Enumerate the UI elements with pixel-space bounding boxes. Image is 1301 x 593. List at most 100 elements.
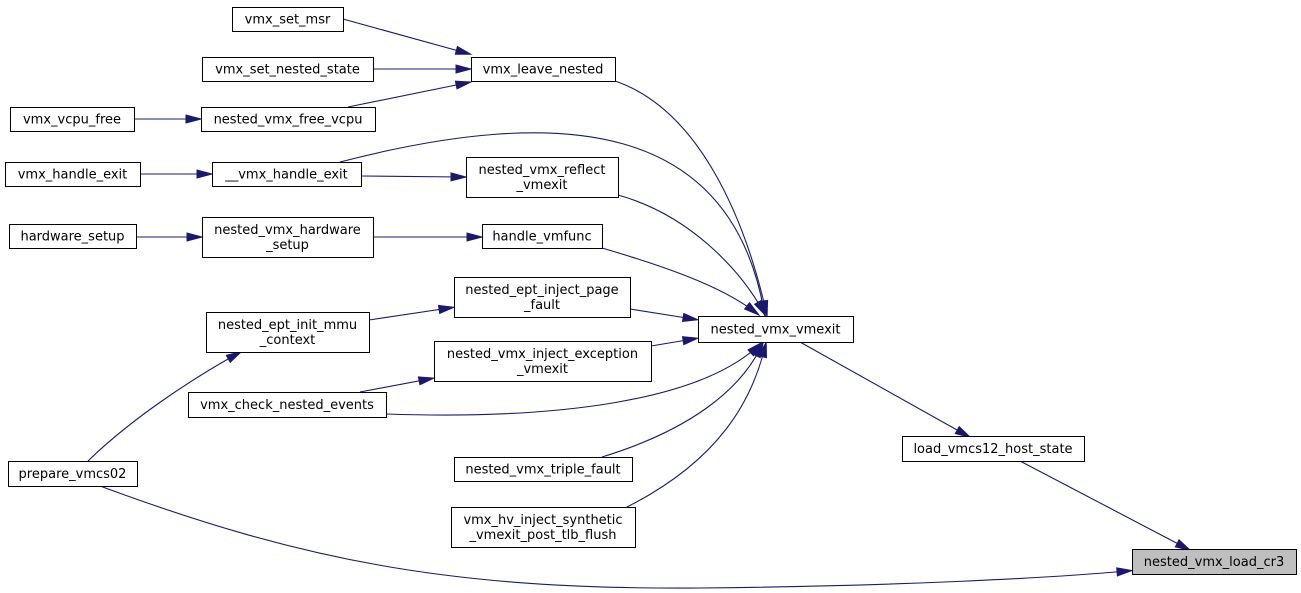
node-label: nested_vmx_load_cr3 [1144,555,1284,570]
arrow-head-icon [196,169,214,179]
node-label: _fault [523,298,560,313]
arrow-head-icon [954,425,973,439]
edge-hardware-setup-to-nested-vmx-hardware-setup [136,232,204,242]
edge-line [385,345,759,416]
node-load-vmcs12-host-state[interactable]: load_vmcs12_host_state [902,436,1085,462]
arrow-head-icon [225,350,244,364]
node-label: nested_vmx_hardware [214,223,361,238]
arrow-head-icon [186,232,204,242]
node-label: prepare_vmcs02 [19,467,127,482]
node-vmx-hv-inject-synthetic-vmexit-post-tlb-flush[interactable]: vmx_hv_inject_synthetic_vmexit_post_tlb_… [451,507,636,548]
edge-vmx-handle-exit-to-nested-vmx-reflect-vmexit [360,172,468,182]
node-label: nested_ept_inject_page [465,283,618,298]
edge-vmx-check-nested-events-to-nested-vmx-inject-exception-vmexit [359,376,436,393]
node-box [188,392,387,418]
node-label: nested_vmx_inject_exception [447,347,638,362]
edge-vmx-leave-nested-to-nested-vmx-vmexit [614,80,769,318]
node-nested-vmx-load-cr3[interactable]: nested_vmx_load_cr3 [1132,549,1297,575]
edge-vmx-set-nested-state-to-vmx-leave-nested [373,64,473,74]
edge-line [614,80,767,312]
edge-line [626,346,766,508]
edge-line [1019,460,1187,549]
node-label: nested_vmx_free_vcpu [214,113,363,128]
arrow-head-icon [437,304,456,315]
arrow-head-icon [681,336,700,346]
node-vmx-check-nested-events[interactable]: vmx_check_nested_events [188,392,387,418]
node-box [232,7,344,32]
node-nested-ept-inject-page-fault[interactable]: nested_ept_inject_page_fault [454,277,631,318]
arrow-head-icon [1174,538,1193,552]
node-vmx-handle-exit[interactable]: vmx_handle_exit [5,162,141,187]
node-prepare-vmcs02[interactable]: prepare_vmcs02 [8,461,138,487]
node-label: vmx_set_msr [245,13,331,28]
edge-vmx-vcpu-free-to-nested-vmx-free-vcpu [134,114,203,124]
node-label: vmx_handle_exit [18,168,128,183]
node-vmx-handle-exit[interactable]: __vmx_handle_exit [212,162,362,187]
node-nested-vmx-free-vcpu[interactable]: nested_vmx_free_vcpu [201,107,376,132]
node-label: _vmexit [515,178,567,193]
edge-line [342,18,467,54]
edge-handle-vmfunc-to-nested-vmx-vmexit [601,247,761,317]
node-vmx-set-msr[interactable]: vmx_set_msr [232,7,344,32]
node-nested-vmx-vmexit[interactable]: nested_vmx_vmexit [698,316,854,343]
edge-nested-ept-inject-page-fault-to-nested-vmx-vmexit [629,308,700,322]
node-box [902,436,1085,462]
arrow-head-icon [450,172,468,182]
node-hardware-setup[interactable]: hardware_setup [9,224,137,249]
edge-nested-vmx-reflect-vmexit-to-nested-vmx-vmexit [617,194,767,318]
arrow-head-icon [454,80,473,90]
arrow-head-icon [743,301,761,317]
node-vmx-leave-nested[interactable]: vmx_leave_nested [471,57,616,82]
edge-nested-vmx-free-vcpu-to-vmx-leave-nested [347,80,473,108]
arrow-head-icon [455,64,473,74]
node-label: load_vmcs12_host_state [913,442,1072,457]
node-label: nested_vmx_vmexit [711,323,841,338]
node-label: _vmexit [516,362,568,377]
nodes-layer: vmx_set_msr vmx_set_nested_state vmx_leave… [5,7,1297,575]
node-label: __vmx_handle_exit [224,168,348,183]
node-box [1132,549,1297,575]
edges-layer [87,18,1193,589]
node-nested-vmx-triple-fault[interactable]: nested_vmx_triple_fault [454,457,633,482]
arrow-head-icon [681,312,700,322]
node-vmx-vcpu-free[interactable]: vmx_vcpu_free [10,107,135,132]
arrow-head-icon [1116,567,1134,577]
node-nested-ept-init-mmu-context[interactable]: nested_ept_init_mmu_context [206,312,370,353]
node-label: _setup [265,238,309,253]
edge-vmx-handle-exit-to-vmx-handle-exit [140,169,214,179]
edge-line [368,307,450,321]
edge-line [601,346,762,458]
node-box [212,162,362,187]
edge-line [339,132,765,312]
node-nested-vmx-hardware-setup[interactable]: nested_vmx_hardware_setup [202,217,374,258]
edge-line [359,378,430,393]
arrow-head-icon [753,299,767,318]
node-label: handle_vmfunc [492,230,591,245]
edge-load-vmcs12-host-state-to-nested-vmx-load-cr3 [1019,460,1193,552]
node-box [451,507,636,548]
arrow-head-icon [757,340,768,359]
arrow-head-icon [466,232,484,242]
node-box [201,107,376,132]
edge-vmx-set-msr-to-vmx-leave-nested [342,18,473,55]
edge-prepare-vmcs02-to-nested-vmx-load-cr3 [99,485,1134,589]
node-nested-vmx-reflect-vmexit[interactable]: nested_vmx_reflect_vmexit [466,157,619,198]
node-box [202,57,374,82]
edge-line [360,175,462,178]
edge-line [87,353,238,462]
edge-line [617,194,764,312]
node-handle-vmfunc[interactable]: handle_vmfunc [482,224,603,249]
node-box [434,341,652,382]
node-box [202,217,374,258]
arrow-head-icon [185,114,203,124]
node-box [9,224,137,249]
node-nested-vmx-inject-exception-vmexit[interactable]: nested_vmx_inject_exception_vmexit [434,341,652,382]
edge-line [629,308,694,320]
node-label: _vmexit_post_tlb_flush [468,528,616,543]
node-box [454,457,633,482]
edge-nested-vmx-vmexit-to-load-vmcs12-host-state [799,341,973,439]
node-vmx-set-nested-state[interactable]: vmx_set_nested_state [202,57,374,82]
node-label: nested_vmx_triple_fault [465,463,620,478]
node-label: vmx_check_nested_events [200,398,374,413]
